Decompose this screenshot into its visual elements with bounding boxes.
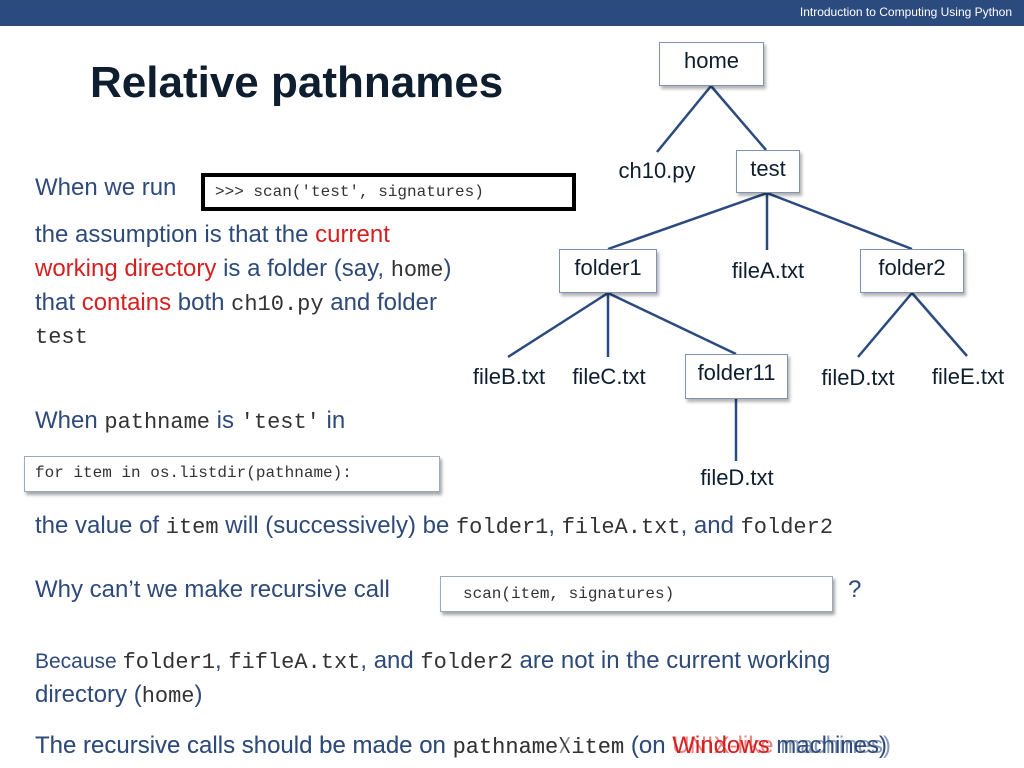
assumption-line-4: test [35,319,88,355]
tree-node-folder1: folder1 [559,249,657,293]
edge-folder1-folder11 [607,291,737,356]
windows-emphasis: Windows [672,732,770,759]
question-mark: ? [848,576,862,603]
current-emphasis: current [315,221,390,248]
tree-node-fileA: fileA.txt [731,258,805,283]
in-text: in [319,407,346,434]
recursive-calls-ghost-line: The recursive calls should be made on pa… [35,729,891,765]
pathname-slash-item-code: pathname/item [452,735,625,760]
scan-code-text: >>> scan('test', signatures) [215,183,484,201]
edge-home-ch10 [656,85,712,153]
tree-node-fileC: fileC.txt [572,364,646,389]
machines-text: machines) [769,732,887,759]
edge-folder1-fileB [507,291,609,359]
because-comma: , [214,647,229,674]
tree-node-fileB: fileB.txt [472,364,546,389]
tree-node-ch10-py: ch10.py [618,158,696,183]
tree-node-folder2: folder2 [860,249,964,293]
tree-node-folder11: folder11 [685,354,788,399]
edge-home-test [710,85,767,151]
assumption-line-1: the assumption is that the current [35,218,390,252]
pathname-code: pathname [104,410,210,435]
header-bar: Introduction to Computing Using Python [0,0,1024,26]
folder2-code: folder2 [740,515,834,540]
assumption-line-2: working directory is a folder (say, home… [35,252,452,288]
because-fifleA-code: fifleA.txt [228,650,361,675]
working-directory-emphasis: working directory [35,255,217,282]
pathname-line: When pathname is 'test' in [35,404,345,440]
when-text: When [35,407,105,434]
home-code: home [390,258,444,283]
both-text: both [171,289,232,316]
for-loop-code-text: for item in os.listdir(pathname): [35,464,352,482]
folder-say-text: is a folder (say, [216,255,391,282]
when-we-run-label: When we run [35,174,177,201]
on-text: (on [624,732,673,759]
test-code: test [35,325,88,350]
because-folder2-code: folder2 [420,650,513,675]
because-text: Because [35,650,123,673]
tree-node-home: home [659,42,764,86]
folder1-code: folder1 [455,515,549,540]
tree-node-fileD-sub: fileD.txt [700,465,774,490]
pathname-backslash-item-code: pathname\item [452,735,625,760]
slide-title: Relative pathnames [90,58,504,107]
comma-text: , [548,512,562,539]
because-line-1: Because folder1, fifleA.txt, and folder2… [35,644,830,680]
assumption-line-3: that contains both ch10.py and folder [35,286,437,322]
close-paren: ) [443,255,452,282]
unix-like-emphasis: UNIX-like [672,732,774,759]
because-home-code: home [141,684,195,709]
value-of-text: the value of [35,512,166,539]
because-close-paren: ) [194,681,203,708]
tree-node-fileE: fileE.txt [931,364,1005,389]
for-loop-code-box: for item in os.listdir(pathname): [24,456,440,492]
assumption-text: the assumption is that the [35,221,316,248]
recursive-call-code-text: scan(item, signatures) [463,585,675,603]
fileA-code: fileA.txt [561,515,681,540]
should-be-made-text: The recursive calls should be made on [35,732,453,759]
because-line-2: directory (home) [35,678,203,714]
because-folder1-code: folder1 [122,650,215,675]
test-string-code: 'test' [240,410,320,435]
edge-test-folder2 [766,191,913,251]
contains-emphasis: contains [81,289,172,316]
not-in-cwd-text: are not in the current working [512,647,831,674]
tree-node-test: test [736,150,800,193]
successively-text: will (successively) be [218,512,456,539]
and-text: , and [680,512,741,539]
edge-folder2-fileD [857,292,913,358]
that-text: that [35,289,82,316]
why-question: Why can’t we make recursive call [35,576,390,603]
course-title: Introduction to Computing Using Python [799,5,1012,19]
ghost-machines-text: machines) [773,732,891,759]
item-code: item [165,515,219,540]
ghost-should-be-made-text: The recursive calls should be made on [35,732,453,759]
recursive-call-code-box: scan(item, signatures) [440,576,833,612]
because-and: , and [360,647,421,674]
directory-text: directory ( [35,681,142,708]
tree-node-fileD: fileD.txt [821,365,895,390]
ghost-on-text: (on [624,732,673,759]
ch10-code: ch10.py [231,292,324,317]
is-text: is [210,407,241,434]
edge-folder2-fileE [911,292,968,357]
scan-code-box: >>> scan('test', signatures) [201,173,576,211]
value-line: the value of item will (successively) be… [35,509,833,545]
recursive-calls-line: The recursive calls should be made on pa… [35,729,887,765]
edge-test-folder1 [607,191,768,251]
and-folder-text: and folder [323,289,437,316]
